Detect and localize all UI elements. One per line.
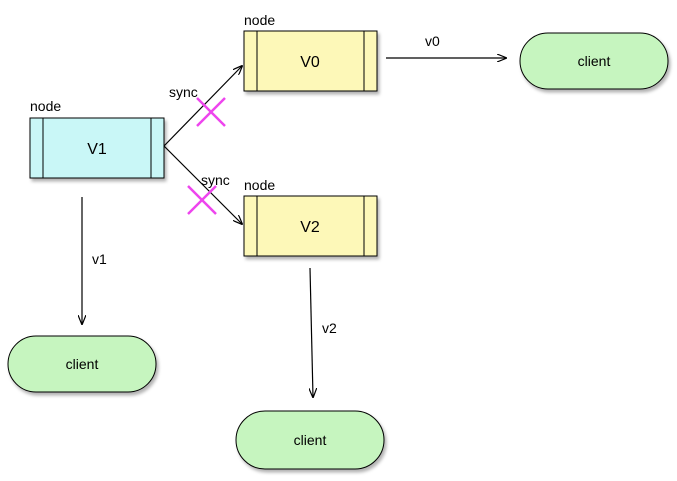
blocked-cross-icon xyxy=(196,97,226,127)
arrow-v2-to-client xyxy=(310,267,313,397)
node-caption-v0: node xyxy=(244,12,275,28)
node-v1: node V1 xyxy=(29,98,165,179)
edge-v0-to-client: v0 xyxy=(386,33,506,58)
blocked-cross-icon xyxy=(187,185,217,215)
edge-v1-to-client: v1 xyxy=(82,197,107,324)
client-bottom-left: client xyxy=(7,335,157,393)
edge-sync-v1-v2: sync xyxy=(163,145,242,224)
node-box-v1 xyxy=(29,117,165,179)
sync-arrow-v1-v2 xyxy=(163,145,242,224)
edge-label-v0: v0 xyxy=(425,33,440,49)
node-label-v2: V2 xyxy=(300,219,320,236)
client-label: client xyxy=(578,53,611,69)
node-label-v1: V1 xyxy=(87,141,107,158)
node-box-v2 xyxy=(243,195,378,257)
client-top-right: client xyxy=(519,32,669,90)
node-box-v0 xyxy=(243,30,378,92)
edge-label-v1: v1 xyxy=(92,251,107,267)
sync-arrow-v1-v0 xyxy=(163,66,242,147)
node-label-v0: V0 xyxy=(300,54,320,71)
node-caption-v2: node xyxy=(244,177,275,193)
node-v2: node V2 xyxy=(243,177,378,257)
edge-v2-to-client: v2 xyxy=(310,267,337,397)
client-label: client xyxy=(66,356,99,372)
client-bottom-center: client xyxy=(235,410,385,470)
sync-label-v1-v2: sync xyxy=(201,172,230,188)
edge-label-v2: v2 xyxy=(322,320,337,336)
edge-sync-v1-v0: sync xyxy=(163,66,242,147)
client-shape xyxy=(235,410,385,470)
client-label: client xyxy=(294,432,327,448)
client-shape xyxy=(7,335,157,393)
client-shape xyxy=(519,32,669,90)
sync-label-v1-v0: sync xyxy=(169,84,198,100)
node-v0: node V0 xyxy=(243,12,378,92)
node-caption-v1: node xyxy=(30,98,61,114)
